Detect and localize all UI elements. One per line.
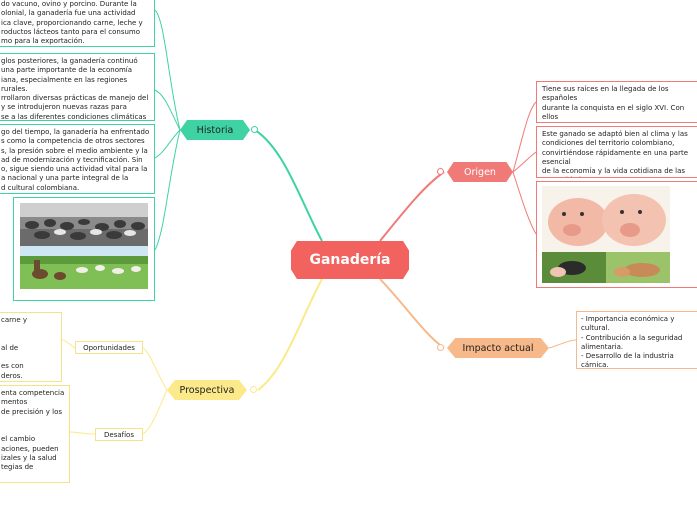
historia-text-box-3: go del tiempo, la ganadería ha enfrentad… [0,124,155,194]
historia-connector-dot[interactable] [251,126,258,133]
origen-text-box-1: Tiene sus raíces en la llegada de los es… [536,81,697,123]
origen-label: Origen [464,166,496,178]
prospectiva-label: Prospectiva [179,384,235,396]
oportunidades-node[interactable]: Oportunidades [75,341,143,354]
oportunidades-text-box: carne y al de es con deros. [0,312,62,382]
desafios-label: Desafíos [104,430,134,439]
impacto-node[interactable]: Impacto actual [447,338,549,358]
cattle-pasture-image [20,246,148,289]
pigs-image [542,186,670,283]
prospectiva-node[interactable]: Prospectiva [167,380,247,400]
historia-text-box-2: glos posteriores, la ganadería continuó … [0,53,155,121]
prospectiva-connector-dot[interactable] [250,386,257,393]
central-topic-node[interactable]: Ganadería [291,241,409,279]
cattle-herd-image [20,203,148,246]
desafios-node[interactable]: Desafíos [95,428,143,441]
impacto-label: Impacto actual [462,342,534,354]
oportunidades-label: Oportunidades [83,343,135,352]
impacto-text-box: - Importancia económica y cultural. - Co… [576,311,697,369]
origen-node[interactable]: Origen [447,162,513,182]
central-topic-label: Ganadería [309,252,391,268]
historia-label: Historia [196,124,234,136]
origen-connector-dot[interactable] [437,168,444,175]
desafios-text-box: enta competencia mentos de precisión y l… [0,385,70,483]
historia-text-box-1: do vacuno, ovino y porcino. Durante la o… [0,0,155,47]
historia-node[interactable]: Historia [180,120,250,140]
origen-text-box-2: Este ganado se adaptó bien al clima y la… [536,126,697,178]
impacto-connector-dot[interactable] [437,344,444,351]
